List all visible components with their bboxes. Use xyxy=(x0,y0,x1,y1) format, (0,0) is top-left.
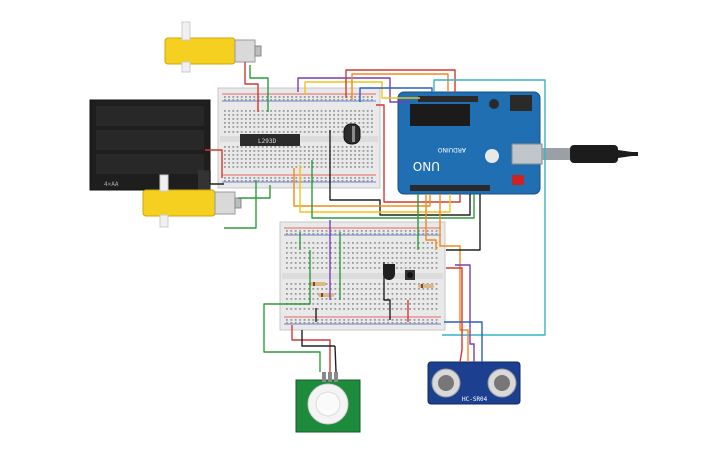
arduino-brand-label: ARDUINO xyxy=(437,146,466,153)
capacitor xyxy=(343,123,361,145)
arduino-uno: UNO ARDUINO xyxy=(397,91,543,195)
pushbutton xyxy=(405,270,415,280)
driver-chip-label: L293D xyxy=(258,138,276,145)
wires xyxy=(205,62,546,373)
gear-motor-top xyxy=(164,21,262,73)
breadboard-top-holes xyxy=(224,96,373,182)
motor-driver-chip: L293D xyxy=(240,134,300,146)
ultrasonic-sensor: HC-SR04 xyxy=(427,361,521,405)
pir-sensor xyxy=(295,372,361,433)
arduino-model-label: UNO xyxy=(413,159,440,173)
transistor xyxy=(383,264,395,280)
gear-motor-bottom xyxy=(142,174,242,228)
breadboard-bottom xyxy=(279,221,446,331)
ultrasonic-label: HC-SR04 xyxy=(462,396,488,403)
usb-cable xyxy=(542,145,638,163)
battery-label: 4×AA xyxy=(104,181,119,188)
battery-pack: 4×AA xyxy=(89,99,211,191)
